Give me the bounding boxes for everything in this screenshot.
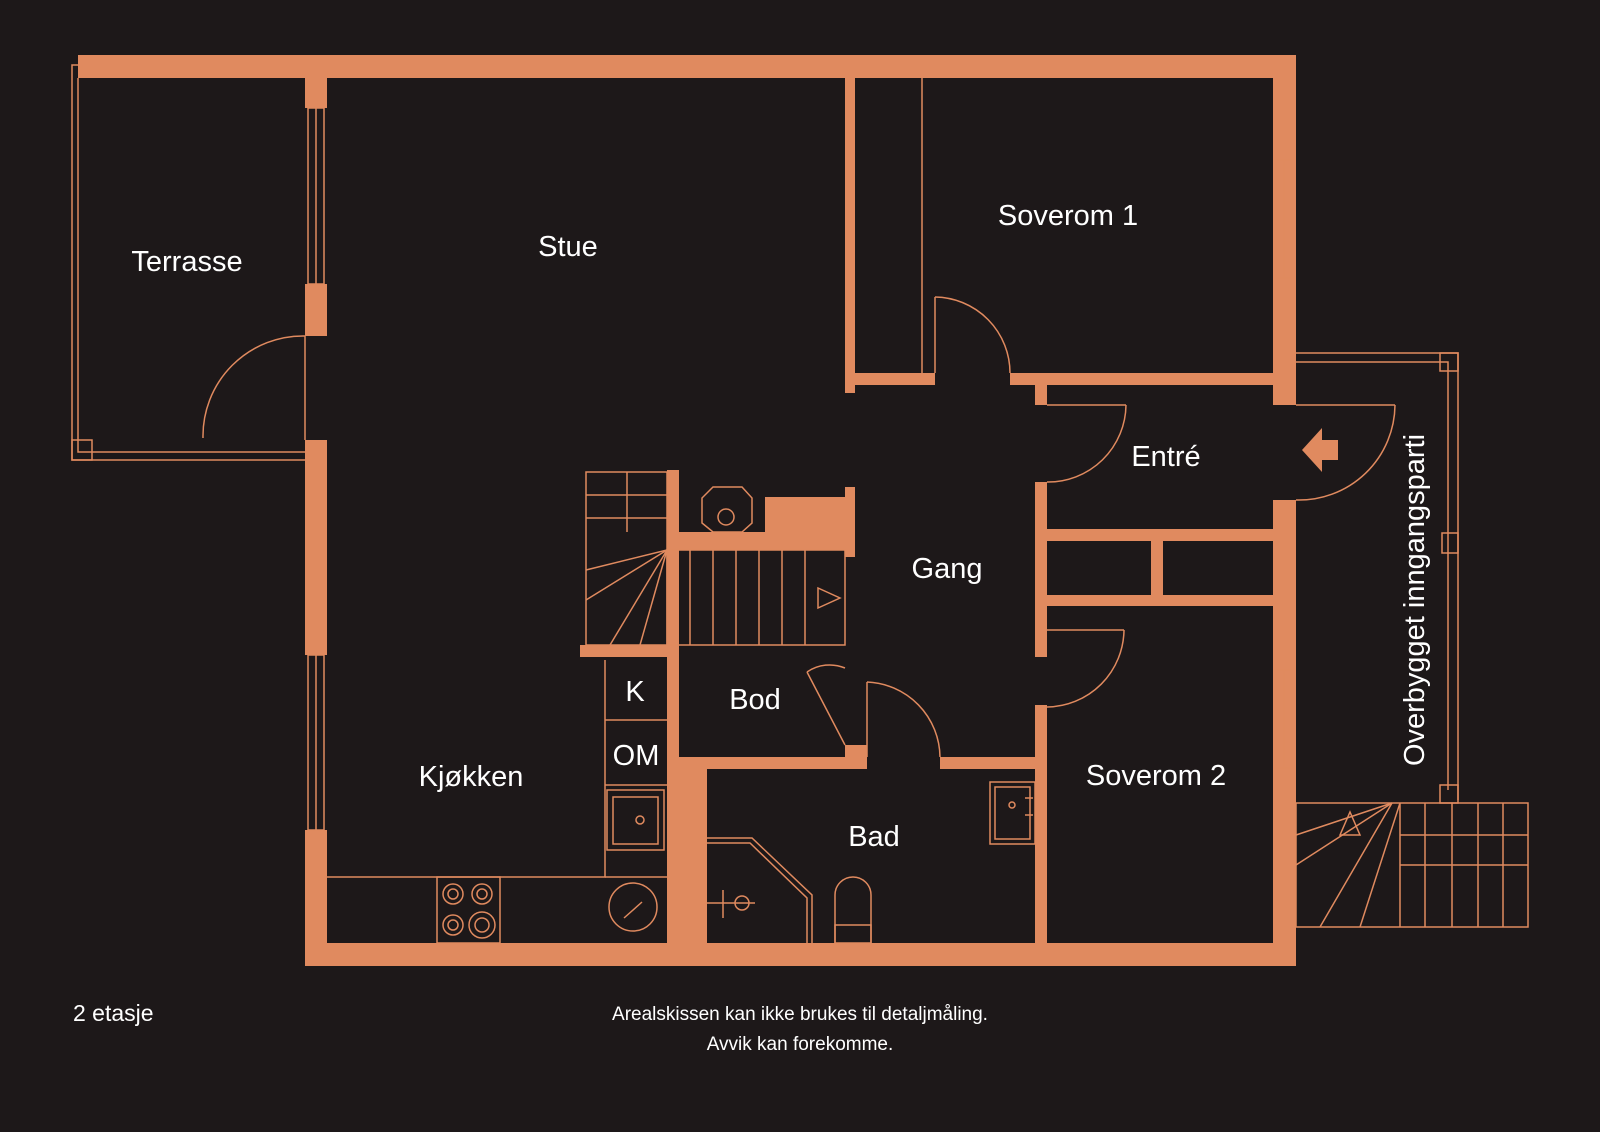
label-k: K [625,676,645,708]
bad-door-swing [866,681,941,758]
porch-post-mid [1441,532,1459,554]
kitchen-sink [606,789,665,851]
wall-left-1 [305,78,327,108]
terrasse-railing-inner [77,78,305,453]
entrance-door-swing [1295,404,1396,501]
wall-stair-top [667,532,765,550]
wall-bad-west [667,757,707,943]
wall-soverom1-south-b [1010,373,1273,385]
label-soverom2: Soverom 2 [1086,760,1226,792]
wall-left-4 [305,830,327,943]
shower [707,837,813,943]
bod-door [806,671,846,746]
wall-top [78,55,1296,78]
stove [701,486,753,533]
label-inngangsparti: Overbygget inngangsparti [1399,434,1431,766]
wall-gang-south [940,757,1035,769]
label-soverom1: Soverom 1 [998,200,1138,232]
wall-shaft [765,497,855,550]
terrasse-post [71,439,93,461]
terrasse-door-swing [202,335,306,439]
walls [78,55,1296,966]
wall-soverom2-west [1035,705,1047,943]
floor-label: 2 etasje [73,1000,154,1026]
kitchen-bin [608,882,658,932]
wall-entre-west [1035,482,1047,657]
label-kjokken: Kjøkken [419,761,524,793]
wall-entre-stub [1035,385,1047,405]
fixtures [71,64,1529,944]
terrasse-railing [71,64,305,461]
stove-center [717,508,735,526]
label-stue: Stue [538,231,598,263]
cooktop [436,876,501,944]
wall-bottom [305,943,1296,966]
main-stair-arrow [817,586,842,610]
soverom2-door-swing [1046,629,1125,708]
disclaimer-line-2: Avvik kan forekomme. [706,1034,894,1055]
label-entre: Entré [1131,441,1200,473]
label-om: OM [613,740,660,772]
porch-stair-arrow [1338,810,1362,836]
toilet [834,876,872,943]
main-stairs-run [666,549,846,646]
wall-left-3 [305,440,327,655]
wall-gang-west [845,487,855,557]
soverom1-door-swing [934,296,1011,374]
bod-door-swing [806,664,846,673]
label-terrasse: Terrasse [131,246,242,278]
wall-bad-north-b [707,757,867,769]
wall-soverom1-west [845,78,855,393]
disclaimer-line-1: Arealskissen kan ikke brukes til detaljm… [612,1004,988,1025]
bad-sink [989,781,1036,845]
wall-soverom1-south-a [845,373,935,385]
entre-door-swing [1046,404,1127,483]
wall-bad-post [845,745,867,769]
porch-post-top [1439,352,1459,372]
label-gang: Gang [912,553,983,585]
wall-left-2 [305,284,327,336]
label-bod: Bod [729,684,781,716]
wall-stair-bottom [580,645,677,657]
wall-stair-east [667,470,679,657]
label-bad: Bad [848,821,900,853]
entrance-arrow-icon [1302,428,1338,472]
wall-closet-divider [1151,529,1163,606]
porch-outline-inner [1296,361,1449,790]
